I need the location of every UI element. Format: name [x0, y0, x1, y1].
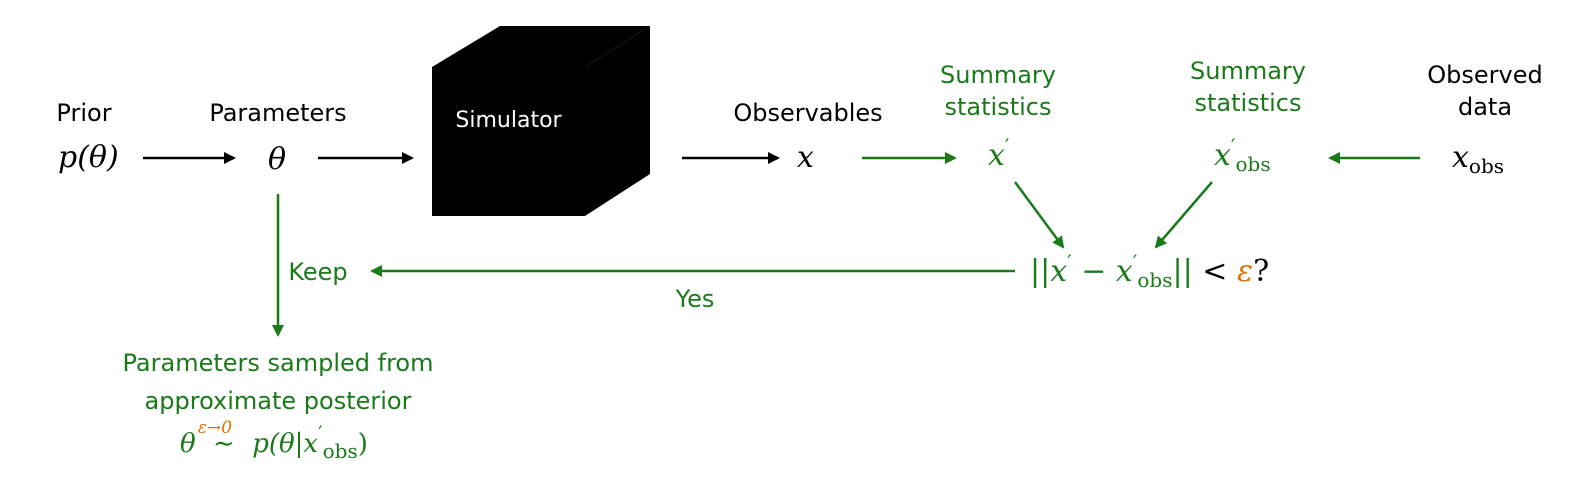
- result-expression: θ ε→0 ∼ p(θ|x′obs): [180, 418, 368, 462]
- summary-statistics-sim-label: Summary statistics: [918, 59, 1078, 123]
- summary-obs-symbol: x′obs: [1214, 134, 1271, 176]
- arrow-summary-obs-to-comparison: [1154, 181, 1213, 249]
- summary-sim-line1: Summary: [940, 61, 1056, 89]
- epsilon-limit: ε→0: [197, 418, 233, 438]
- observed-symbol: xobs: [1452, 140, 1505, 178]
- arrow-summary-sim-to-comparison: [1013, 181, 1065, 249]
- prior-expression: p(θ): [58, 140, 119, 175]
- result-line1: Parameters sampled from: [122, 349, 434, 377]
- summary-sim-symbol: x′: [988, 134, 1010, 173]
- summary-obs-line2: statistics: [1194, 89, 1302, 117]
- parameters-label: Parameters: [209, 99, 347, 127]
- comparison-expression: ||x′ − x′obs|| < ε?: [1030, 250, 1270, 292]
- result-label: Parameters sampled from approximate post…: [88, 344, 468, 420]
- simulator-label: Simulator: [455, 108, 562, 133]
- observed-line2: data: [1457, 93, 1513, 121]
- prior-label: Prior: [56, 99, 112, 127]
- keep-label: Keep: [288, 258, 348, 286]
- parameters-symbol: θ: [268, 142, 287, 177]
- epsilon-symbol: ε: [1236, 254, 1254, 289]
- observed-data-label: Observed data: [1405, 59, 1565, 123]
- observables-symbol: x: [797, 140, 814, 175]
- summary-obs-line1: Summary: [1190, 57, 1306, 85]
- simulator-box: [432, 26, 650, 216]
- result-line2: approximate posterior: [144, 387, 412, 415]
- summary-sim-line2: statistics: [944, 93, 1052, 121]
- observables-label: Observables: [733, 99, 883, 127]
- yes-label: Yes: [675, 285, 715, 313]
- summary-statistics-obs-label: Summary statistics: [1168, 55, 1328, 119]
- observed-line1: Observed: [1427, 61, 1543, 89]
